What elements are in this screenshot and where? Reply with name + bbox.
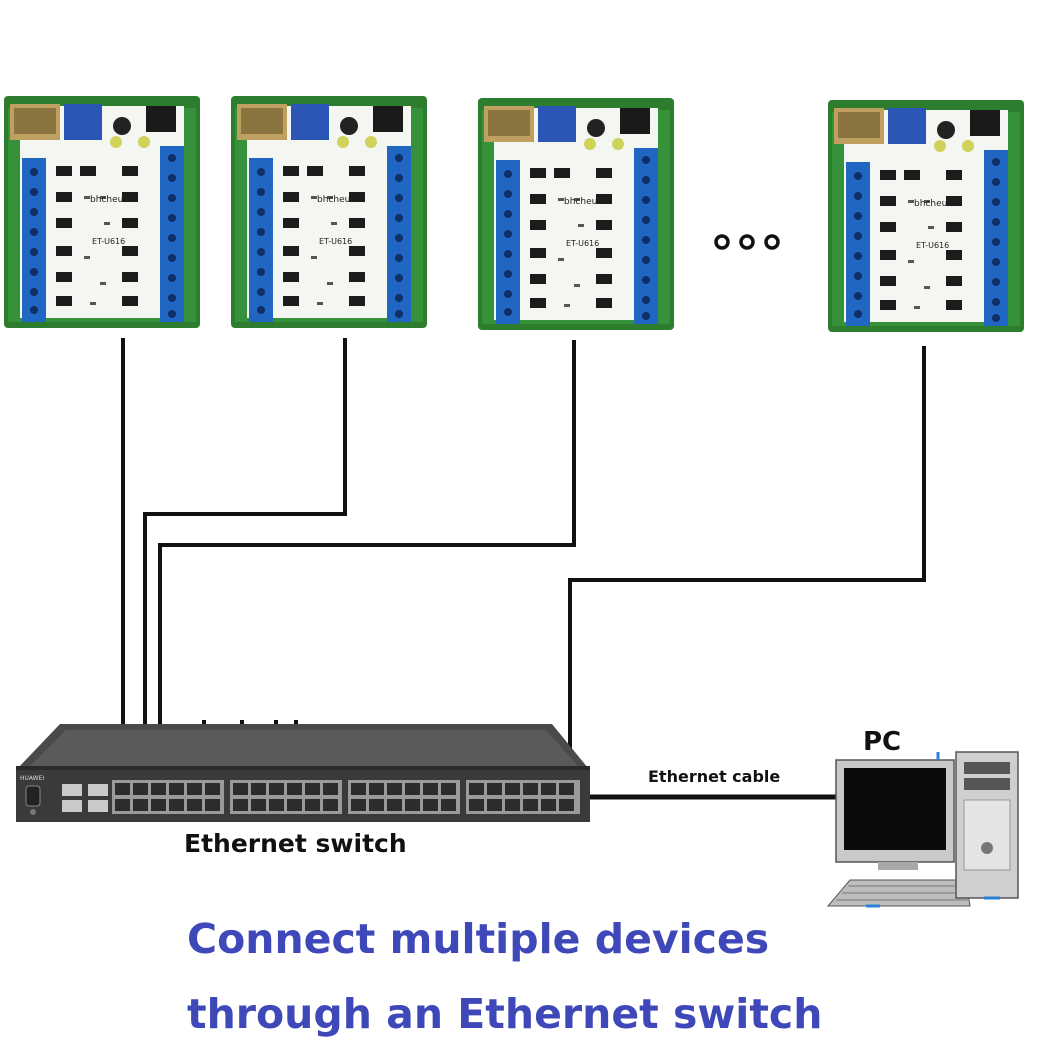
board-brand-silk: bhcheus: [317, 195, 355, 205]
device-board-1: bhcheus ET-U616: [4, 96, 200, 328]
ethernet-switch: HUAWEI: [16, 724, 590, 822]
cable-device-2: [143, 338, 347, 788]
board-model-silk: ET-U616: [916, 241, 949, 250]
caption-line-1: Connect multiple devices: [187, 915, 769, 963]
board-model-silk: ET-U616: [319, 237, 352, 246]
cable-label: Ethernet cable: [648, 767, 780, 786]
device-board-3: bhcheus ET-U616: [478, 98, 674, 330]
device-board-2: bhcheus ET-U616: [231, 96, 427, 328]
switch-label: Ethernet switch: [184, 829, 407, 858]
pc-computer: [826, 751, 1019, 908]
cable-device-3: [158, 340, 576, 788]
board-model-silk: ET-U616: [92, 237, 125, 246]
switch-brand-logo: HUAWEI: [20, 775, 44, 782]
caption-line-2: through an Ethernet switch: [187, 990, 822, 1038]
pc-label: PC: [863, 727, 901, 757]
board-brand-silk: bhcheus: [564, 197, 602, 207]
ellipsis-more-devices: [714, 234, 780, 250]
board-brand-silk: bhcheus: [90, 195, 128, 205]
device-board-4: bhcheus ET-U616: [828, 100, 1024, 332]
board-model-silk: ET-U616: [566, 239, 599, 248]
cable-device-4: [568, 346, 926, 788]
board-brand-silk: bhcheus: [914, 199, 952, 209]
